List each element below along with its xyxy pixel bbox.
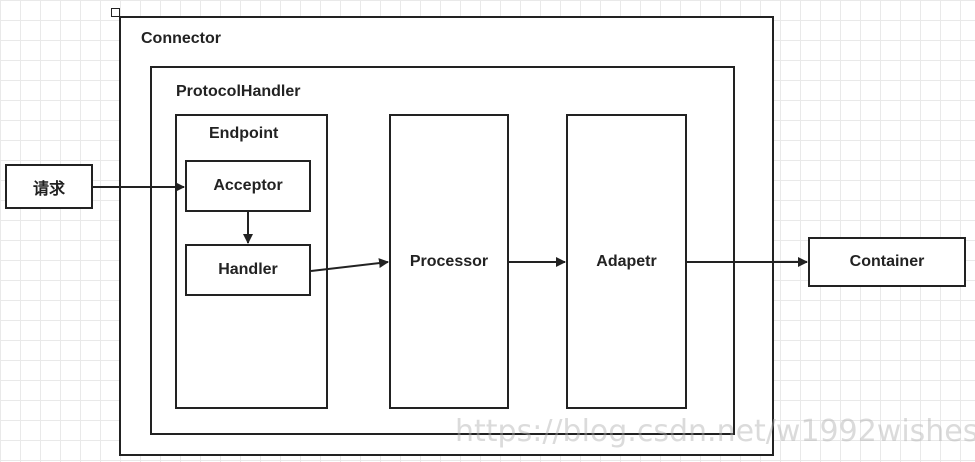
watermark: https://blog.csdn.net/w1992wishes	[455, 414, 975, 449]
acceptor-box: Acceptor	[185, 160, 311, 212]
request-box: 请求	[5, 164, 93, 209]
selection-handle	[111, 8, 120, 17]
adapter-box: Adapetr	[566, 114, 687, 409]
handler-box: Handler	[185, 244, 311, 296]
connector-label: Connector	[141, 30, 221, 47]
endpoint-label: Endpoint	[209, 125, 279, 142]
container-box: Container	[808, 237, 966, 287]
processor-box: Processor	[389, 114, 509, 409]
protocol-handler-label: ProtocolHandler	[176, 83, 301, 100]
